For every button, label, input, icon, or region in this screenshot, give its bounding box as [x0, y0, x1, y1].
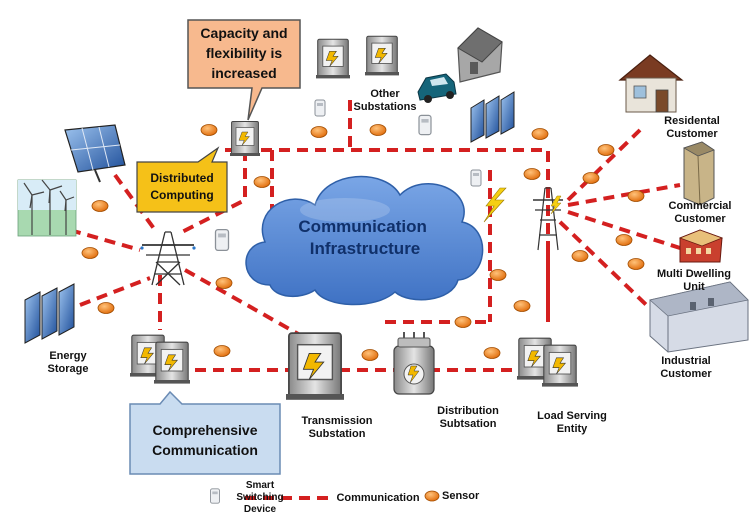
- sensor-icon: [200, 124, 218, 136]
- sensor-icon: [213, 345, 231, 357]
- cloud-label: Communication Infrastructure: [298, 217, 431, 258]
- sensor-icon: [454, 316, 472, 328]
- communication-infrastructure-cloud: [245, 175, 484, 306]
- load-residential-link: [566, 128, 642, 202]
- load-commercial-link: [567, 183, 681, 207]
- house-icon: [618, 54, 684, 113]
- wind-turbine-icon: [17, 179, 77, 237]
- substation-icon: [315, 38, 351, 79]
- sensor-icon: [361, 349, 379, 361]
- lightning-icon: [483, 187, 507, 223]
- other-substations-label: Other Substations: [353, 88, 417, 113]
- transmission-substation-label: Transmission Substation: [301, 415, 373, 440]
- distribution-transformer-icon: [393, 332, 435, 395]
- wind-link: [69, 228, 141, 252]
- substation-icon: [129, 334, 191, 385]
- sensor-icon: [523, 168, 541, 180]
- solar-panel-icon: [470, 91, 515, 143]
- sensor-icon: [424, 490, 440, 502]
- sensor-icon: [215, 277, 233, 289]
- house-icon: [457, 27, 503, 83]
- sensor-icon: [483, 347, 501, 359]
- sensor-icon: [615, 234, 633, 246]
- smart-switching-device-icon: [210, 488, 220, 504]
- sensor-icon: [310, 126, 328, 138]
- top-ring-link: [225, 148, 550, 322]
- sensor-icon: [597, 144, 615, 156]
- capacity-callout-shape: [187, 19, 301, 121]
- load-industrial-link: [558, 220, 662, 320]
- capacity-link: [181, 150, 247, 234]
- smart-switching-device-icon: [314, 99, 326, 117]
- industrial-facility-icon: [649, 281, 749, 353]
- commercial-customer-label: Commercial Customer: [668, 200, 732, 225]
- capacity-callout: Capacity and flexibility is increased: [200, 25, 288, 81]
- transmission-tower-icon: [140, 231, 196, 286]
- smart-switching-device-icon: [418, 114, 432, 136]
- residential-customer-label: Residental Customer: [664, 115, 720, 140]
- sensor-icon: [627, 258, 645, 270]
- sensor-icon: [531, 128, 549, 140]
- multi-dwelling-unit-label: Multi Dwelling Unit: [657, 268, 731, 293]
- commercial-building-icon: [683, 141, 715, 206]
- comprehensive-callout: Comprehensive Communication: [152, 422, 258, 458]
- substation-icon: [364, 35, 400, 76]
- sensor-icon: [81, 247, 99, 259]
- industrial-customer-label: Industrial Customer: [660, 355, 712, 380]
- tower-transmission-link: [184, 268, 301, 337]
- sensor-icon: [97, 302, 115, 314]
- legend-communication-label: Communication: [336, 492, 420, 504]
- solar-link: [113, 173, 157, 232]
- communication-links: [69, 100, 681, 372]
- sensors: [81, 124, 645, 502]
- smart-switching-device-icon: [214, 228, 230, 252]
- substation-icon: [229, 121, 261, 157]
- energy-storage-label: Energy Storage: [47, 350, 89, 375]
- legend-smart-switching-label: Smart Switching Device: [236, 480, 284, 515]
- lightning-icon: [550, 195, 562, 215]
- multi-dwelling-icon: [678, 229, 724, 263]
- sensor-icon: [582, 172, 600, 184]
- sensor-icon: [571, 250, 589, 262]
- sensor-icon: [513, 300, 531, 312]
- energy-storage-icon: [24, 283, 75, 344]
- legend-sensor-label: Sensor: [442, 490, 480, 502]
- substation-icon: [516, 337, 579, 388]
- substation-icon: [285, 332, 345, 401]
- sensor-icon: [91, 200, 109, 212]
- distribution-substation-label: Distribution Subtsation: [437, 405, 499, 430]
- distributed-callout: Distributed Computing: [150, 171, 214, 202]
- load-serving-entity-label: Load Serving Entity: [537, 410, 607, 435]
- sensor-icon: [489, 269, 507, 281]
- load-mdu-link: [567, 210, 681, 250]
- solar-panel-icon: [64, 124, 126, 183]
- comprehensive-callout-shape: [129, 390, 281, 475]
- electric-car-icon: [417, 73, 457, 103]
- distributed-callout-shape: [136, 146, 228, 213]
- sensor-icon: [253, 176, 271, 188]
- smart-switching-device-icon: [470, 169, 482, 187]
- sensor-icon: [627, 190, 645, 202]
- sensor-icon: [369, 124, 387, 136]
- storage-link: [79, 276, 151, 307]
